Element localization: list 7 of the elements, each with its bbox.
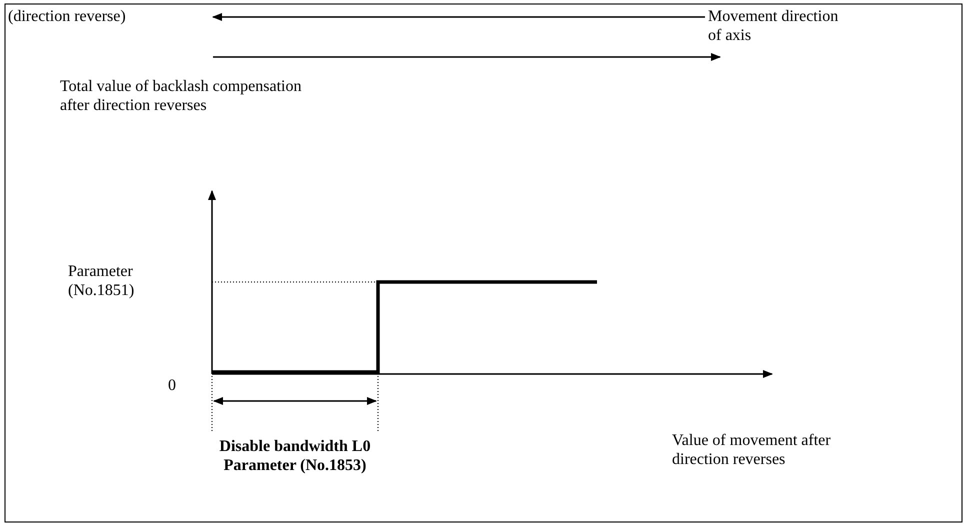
axis-direction-label: Movement direction of axis	[708, 8, 838, 44]
axis-title: Total value of backlash compensation after direction reverses	[60, 78, 302, 114]
tick-label: 0	[168, 377, 176, 394]
axis-title: Value of movement after direction reverses	[672, 432, 831, 468]
tick-label: Parameter (No.1851)	[68, 263, 134, 299]
dimension-label: Disable bandwidth L0 Parameter (No.1853)	[219, 438, 371, 474]
direction-label: (direction reverse)	[8, 8, 126, 25]
